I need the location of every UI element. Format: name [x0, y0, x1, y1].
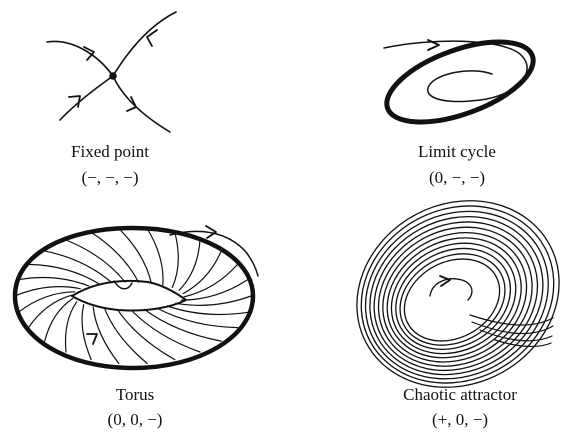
chaotic-trajectory-loop [373, 221, 539, 372]
torus-trajectory-line [117, 309, 176, 361]
chaotic-attractor-panel: Chaotic attractor (+, 0, −) [356, 200, 560, 429]
torus-trajectory-line [17, 276, 90, 287]
torus-trajectory-line [81, 304, 92, 361]
limit-cycle-drawing [383, 39, 536, 125]
chaotic-trajectory-loop [399, 253, 506, 346]
torus-trajectory-line [171, 231, 179, 288]
chaotic-trajectory-loop [382, 231, 528, 363]
torus-trajectory-line [143, 308, 222, 342]
torus-trajectory-line [183, 263, 239, 298]
chaotic-trajectory-loop [356, 200, 560, 388]
chaotic-trajectory-loops [356, 200, 560, 388]
chaotic-trajectory-loop [403, 258, 501, 342]
torus-trajectory-line [180, 279, 249, 301]
torus-trajectory-line [14, 286, 81, 297]
chaotic-trajectory-loop [390, 242, 517, 355]
chaotic-trajectory-loop [377, 226, 533, 367]
fixed-point-title: Fixed point [71, 142, 149, 161]
fixed-point-exponents: (−, −, −) [81, 168, 138, 187]
torus-trajectory-line [118, 227, 152, 284]
torus-exponents: (0, 0, −) [108, 410, 163, 429]
limit-cycle-panel: Limit cycle (0, −, −) [383, 39, 536, 187]
chaotic-trajectory-loop [369, 215, 544, 376]
torus-trajectory-lines [14, 227, 252, 365]
chaotic-attractor-title: Chaotic attractor [403, 385, 517, 404]
torus-trajectory-line [17, 291, 76, 313]
torus-trajectory-line [92, 306, 120, 365]
torus-trajectory-line [175, 295, 252, 306]
chaotic-attractor-exponents: (+, 0, −) [432, 410, 488, 429]
torus-trajectory-line [104, 308, 148, 365]
chaotic-trajectory-loop [364, 210, 549, 380]
fixed-point-drawing [46, 11, 177, 133]
fixed-point-panel: Fixed point (−, −, −) [46, 11, 177, 187]
torus-panel: Torus (0, 0, −) [12, 225, 259, 429]
torus-drawing [12, 225, 259, 371]
torus-trajectory-line [27, 294, 73, 329]
torus-trajectory-line [166, 305, 249, 316]
torus-trajectory-line [130, 309, 201, 353]
torus-trajectory-line [156, 307, 239, 329]
torus-trajectory-line [44, 250, 113, 284]
torus-trajectory-line [182, 250, 222, 295]
torus-title: Torus [116, 385, 154, 404]
chaotic-trajectory-loop [360, 205, 555, 384]
torus-trajectory-line [44, 297, 74, 342]
chaotic-attractor-drawing [356, 200, 560, 388]
torus-trajectory-line [65, 239, 126, 283]
torus-trajectory-line [146, 227, 164, 286]
chaotic-trajectory-loop [386, 237, 522, 359]
chaotic-trajectory-loop [395, 247, 512, 351]
limit-cycle-exponents: (0, −, −) [429, 168, 485, 187]
torus-trajectory-line [64, 301, 78, 353]
limit-cycle-title: Limit cycle [418, 142, 496, 161]
torus-trajectory-line [178, 239, 201, 291]
torus-trajectory-line [90, 231, 139, 283]
torus-trajectory-line [27, 263, 100, 285]
